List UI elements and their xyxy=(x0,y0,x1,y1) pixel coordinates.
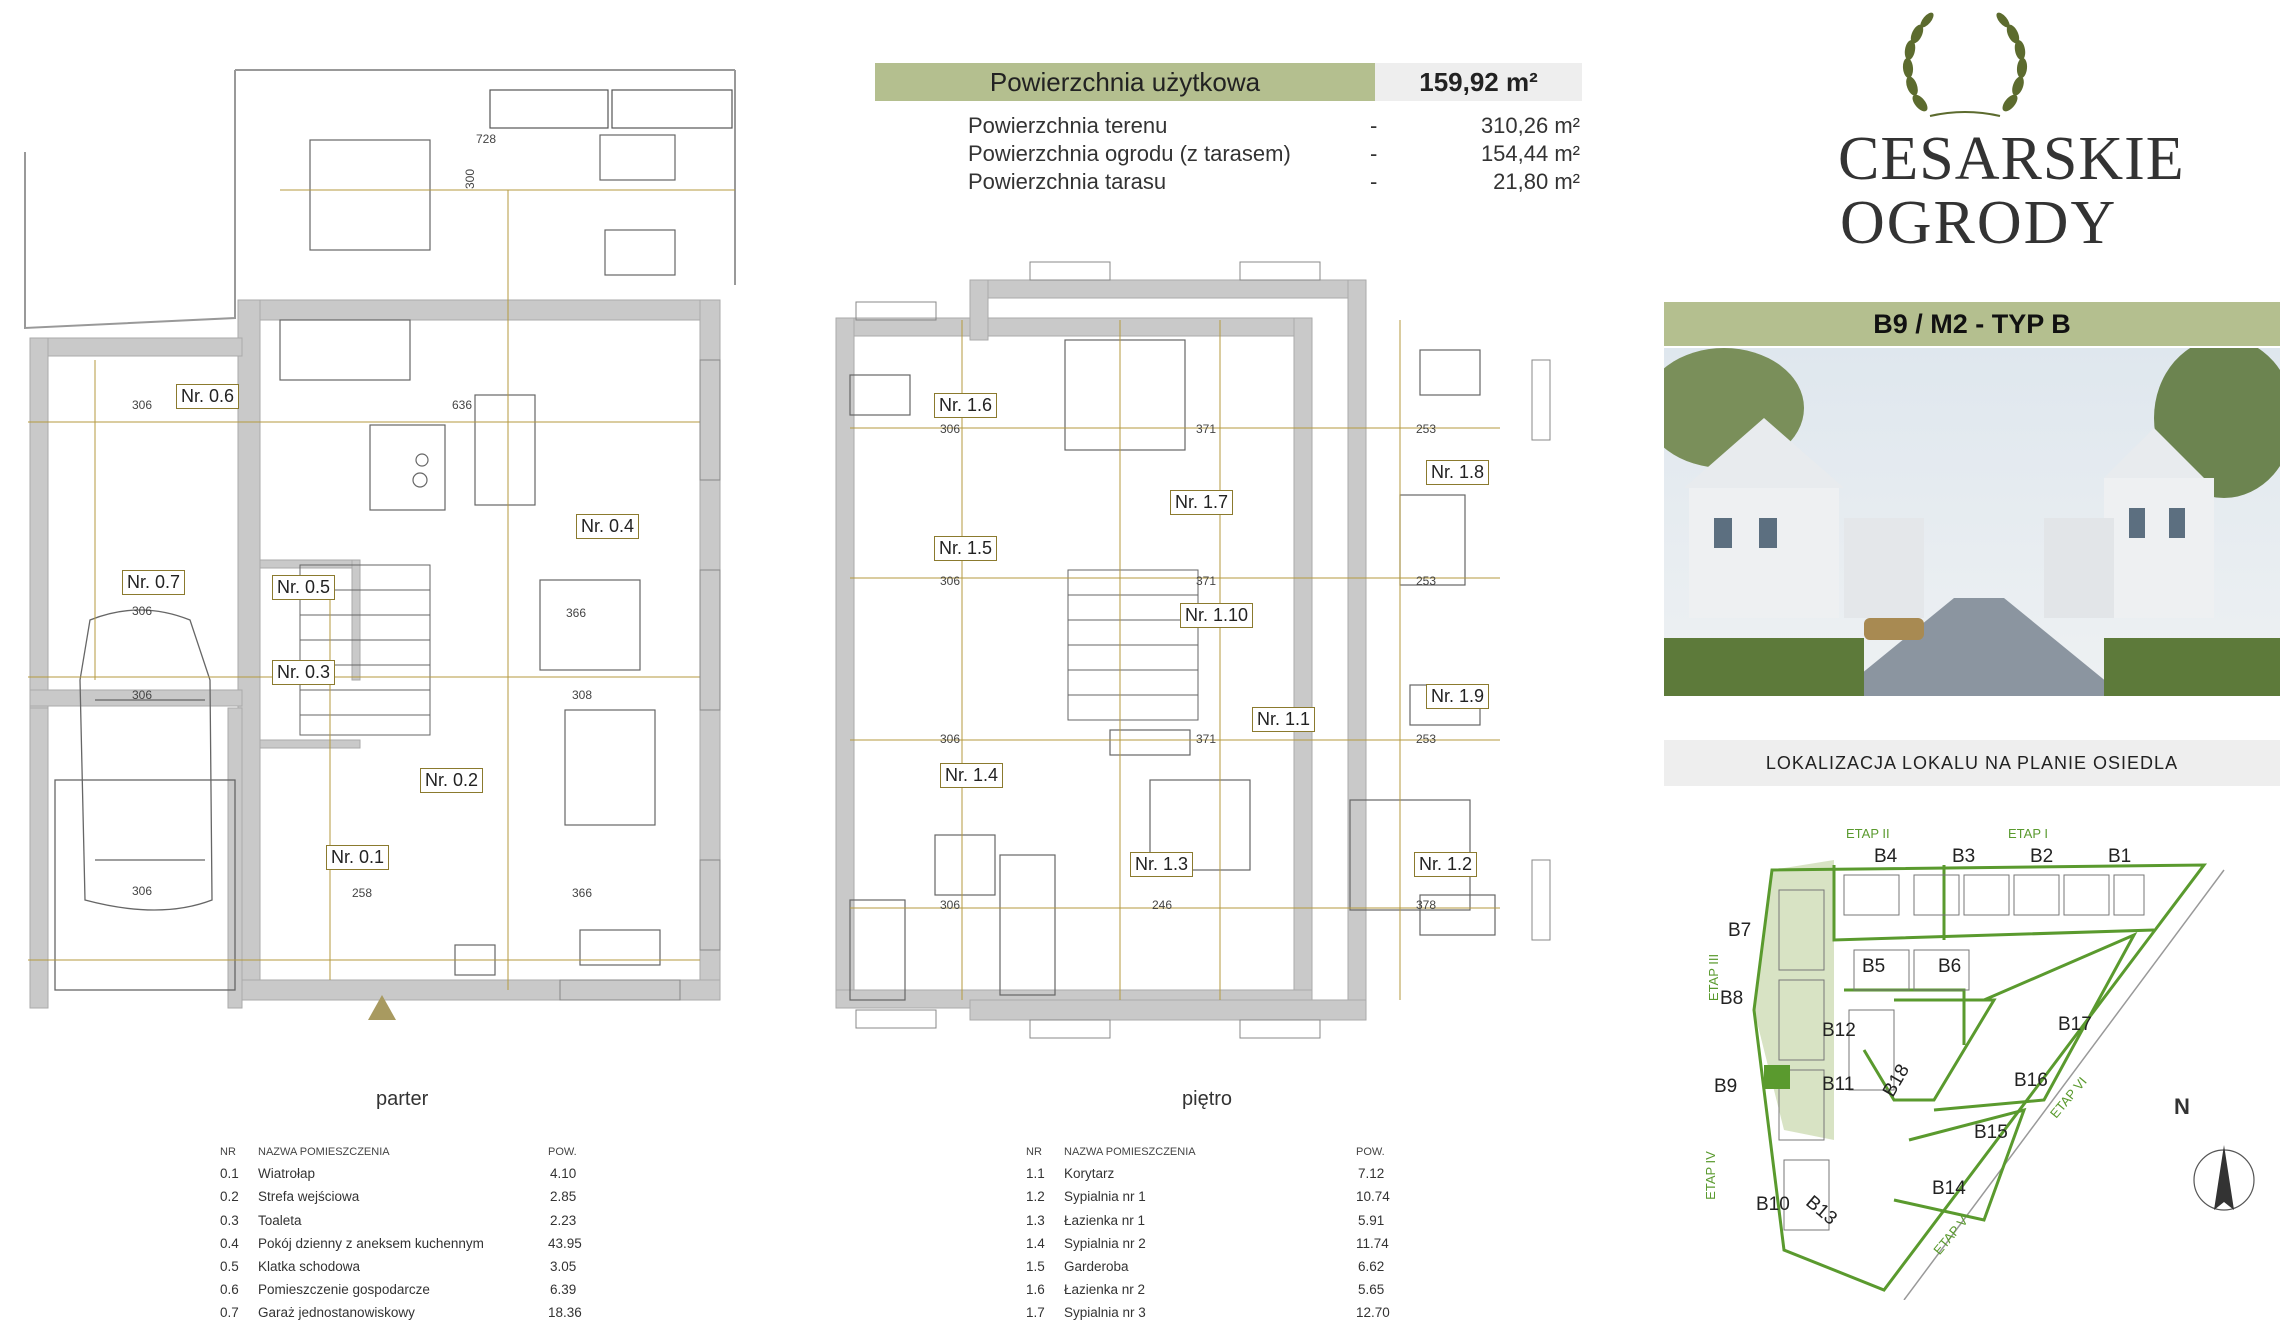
dim: 728 xyxy=(476,132,497,146)
room-label-1-1: Nr. 1.1 xyxy=(1252,707,1316,732)
north-label: N xyxy=(2174,1094,2190,1119)
area-row: Powierzchnia tarasu-21,80 m² xyxy=(968,169,1580,194)
dim: 246 xyxy=(1152,898,1173,912)
room-label-1-4: Nr. 1.4 xyxy=(940,763,1004,788)
room-label-0-5: Nr. 0.5 xyxy=(272,575,336,600)
room-label-0-6: Nr. 0.6 xyxy=(176,384,240,409)
dim: 306 xyxy=(132,604,153,618)
hd-area: POW. xyxy=(1356,1146,1385,1158)
hd-area: POW. xyxy=(548,1146,577,1158)
dim: 300 xyxy=(463,168,478,190)
estate-visualization-image xyxy=(1664,348,2280,696)
room-label-1-10: Nr. 1.10 xyxy=(1180,603,1254,628)
north-arrow-icon xyxy=(2193,1145,2255,1211)
area-row: Powierzchnia ogrodu (z tarasem)-154,44 m… xyxy=(968,141,1580,166)
selected-unit-marker xyxy=(1764,1065,1790,1089)
building-label-b7: B7 xyxy=(1728,920,1752,941)
room-label-1-6: Nr. 1.6 xyxy=(934,393,998,418)
building-label-b8: B8 xyxy=(1720,988,1744,1009)
room-label-0-1: Nr. 0.1 xyxy=(326,845,390,870)
room-label-0-3: Nr. 0.3 xyxy=(272,660,336,685)
dim: 306 xyxy=(940,898,961,912)
dim: 366 xyxy=(572,886,593,900)
usable-area-label: Powierzchnia użytkowa xyxy=(875,63,1375,101)
brand-name-line1: CESARSKIE xyxy=(1838,125,2185,193)
room-label-0-4: Nr. 0.4 xyxy=(576,514,640,539)
room-label-0-2: Nr. 0.2 xyxy=(420,768,484,793)
dim: 253 xyxy=(1416,574,1437,588)
room-label-1-7: Nr. 1.7 xyxy=(1170,490,1234,515)
stage-label-1: ETAP I xyxy=(2008,826,2048,841)
dim: 636 xyxy=(452,398,473,412)
building-label-b11: B11 xyxy=(1822,1074,1855,1095)
building-label-b2: B2 xyxy=(2030,846,2054,867)
dim: 306 xyxy=(132,398,153,412)
ground-floor-caption: parter xyxy=(376,1088,429,1110)
dim: 371 xyxy=(1196,732,1217,746)
ground-floor-plan xyxy=(24,69,736,1020)
room-label-1-3: Nr. 1.3 xyxy=(1130,852,1194,877)
building-label-b17: B17 xyxy=(2058,1014,2092,1035)
hd-name: NAZWA POMIESZCZENIA xyxy=(1064,1146,1196,1158)
room-label-1-9: Nr. 1.9 xyxy=(1426,684,1490,709)
dim: 371 xyxy=(1196,574,1217,588)
usable-area-header: Powierzchnia użytkowa 159,92 m² xyxy=(875,63,1582,101)
dim: 366 xyxy=(566,606,587,620)
stage-label-2: ETAP II xyxy=(1846,826,1890,841)
unit-title: B9 / M2 - TYP B xyxy=(1664,302,2280,346)
dim: 253 xyxy=(1416,422,1437,436)
building-label-b10: B10 xyxy=(1756,1194,1790,1215)
building-label-b15: B15 xyxy=(1974,1122,2008,1143)
brand-name-line2: OGRODY xyxy=(1840,189,2118,257)
hd-nr: NR xyxy=(1026,1146,1042,1158)
building-label-b4: B4 xyxy=(1874,846,1898,867)
building-label-b12: B12 xyxy=(1822,1020,1856,1041)
room-label-1-5: Nr. 1.5 xyxy=(934,536,998,561)
dim: 371 xyxy=(1196,422,1217,436)
upper-floor-plan xyxy=(835,261,1551,1039)
dim: 306 xyxy=(132,688,153,702)
dim: 306 xyxy=(940,732,961,746)
laurel-logo-icon xyxy=(1902,12,2028,117)
upper-floor-caption: piętro xyxy=(1182,1088,1233,1110)
dim: 306 xyxy=(132,884,153,898)
room-label-1-2: Nr. 1.2 xyxy=(1414,852,1478,877)
stage-label-3: ETAP III xyxy=(1706,953,1722,1002)
building-label-b6: B6 xyxy=(1938,956,1962,977)
room-label-0-7: Nr. 0.7 xyxy=(122,570,186,595)
building-label-b14: B14 xyxy=(1932,1178,1966,1199)
dim: 306 xyxy=(940,422,961,436)
estate-site-plan xyxy=(1752,860,2255,1300)
dim: 378 xyxy=(1416,898,1437,912)
building-label-b3: B3 xyxy=(1952,846,1976,867)
building-label-b9: B9 xyxy=(1714,1076,1738,1097)
dim: 253 xyxy=(1416,732,1437,746)
dim: 308 xyxy=(572,688,593,702)
dim: 306 xyxy=(940,574,961,588)
usable-area-value: 159,92 m² xyxy=(1375,63,1582,101)
stage-label-4: ETAP IV xyxy=(1702,1151,1718,1200)
location-map-title: LOKALIZACJA LOKALU NA PLANIE OSIEDLA xyxy=(1664,740,2280,786)
building-label-b1: B1 xyxy=(2108,846,2132,867)
building-label-b5: B5 xyxy=(1862,956,1886,977)
room-label-1-8: Nr. 1.8 xyxy=(1426,460,1490,485)
dim: 258 xyxy=(352,886,373,900)
hd-name: NAZWA POMIESZCZENIA xyxy=(258,1146,390,1158)
hd-nr: NR xyxy=(220,1146,236,1158)
building-label-b16: B16 xyxy=(2014,1070,2048,1091)
area-row: Powierzchnia terenu-310,26 m² xyxy=(968,113,1580,138)
